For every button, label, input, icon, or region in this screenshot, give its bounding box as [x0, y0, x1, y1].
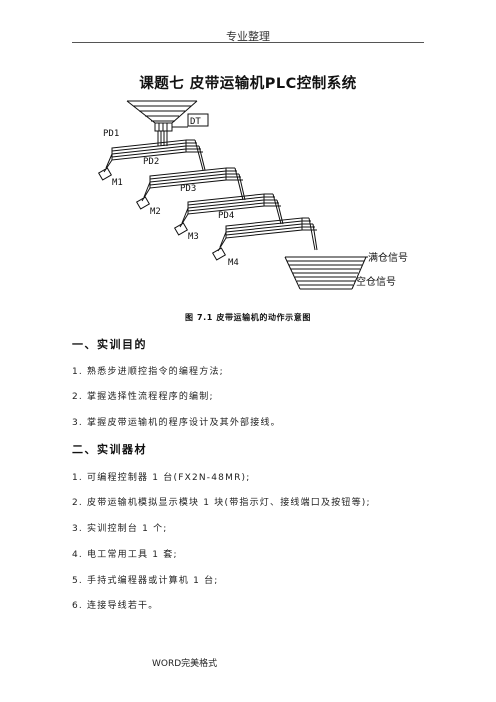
- list-item: 1. 可编程控制器 1 台(FX2N-48MR);: [72, 473, 251, 483]
- belt-pd4: [211, 217, 318, 261]
- list-item: 2. 皮带运输机模拟显示模块 1 块(带指示灯、接线端口及按钮等);: [72, 498, 371, 508]
- hopper: [126, 100, 198, 132]
- label-m3: M3: [188, 232, 199, 242]
- label-empty-signal: 空仓信号: [356, 275, 396, 288]
- figure-caption: 图 7.1 皮带运输机的动作示意图: [185, 313, 311, 322]
- label-pd3: PD3: [180, 184, 196, 194]
- section-heading-equipment: 二、实训器材: [72, 443, 147, 456]
- belt-pd1: [97, 139, 206, 181]
- list-item: 1. 熟悉步进顺控指令的编程方法;: [72, 367, 224, 377]
- section-heading-objectives: 一、实训目的: [72, 338, 147, 351]
- list-item: 6. 连接导线若干。: [72, 601, 159, 611]
- label-m2: M2: [150, 207, 161, 217]
- list-item: 3. 实训控制台 1 个;: [72, 524, 168, 534]
- list-item: 2. 掌握选择性流程程序的编制;: [72, 392, 214, 402]
- storage-bin: [284, 256, 368, 290]
- label-dt: DT: [190, 117, 201, 127]
- label-m1: M1: [112, 178, 123, 188]
- label-m4: M4: [228, 258, 239, 268]
- page-footer: WORD完美格式: [152, 659, 218, 669]
- header-rule: [72, 42, 424, 43]
- page-title: 课题七 皮带运输机PLC控制系统: [139, 76, 357, 92]
- label-pd4: PD4: [218, 211, 234, 221]
- list-item: 5. 手持式编程器或计算机 1 台;: [72, 576, 219, 586]
- list-item: 3. 掌握皮带运输机的程序设计及其外部接线。: [72, 418, 281, 428]
- label-pd2: PD2: [143, 157, 159, 167]
- list-item: 4. 电工常用工具 1 套;: [72, 550, 178, 560]
- label-pd1: PD1: [103, 129, 119, 139]
- label-full-signal: 满仓信号: [368, 251, 408, 264]
- page-header: 专业整理: [226, 30, 270, 43]
- belt-pd2: [135, 167, 246, 210]
- valve-dt-box: [187, 113, 209, 127]
